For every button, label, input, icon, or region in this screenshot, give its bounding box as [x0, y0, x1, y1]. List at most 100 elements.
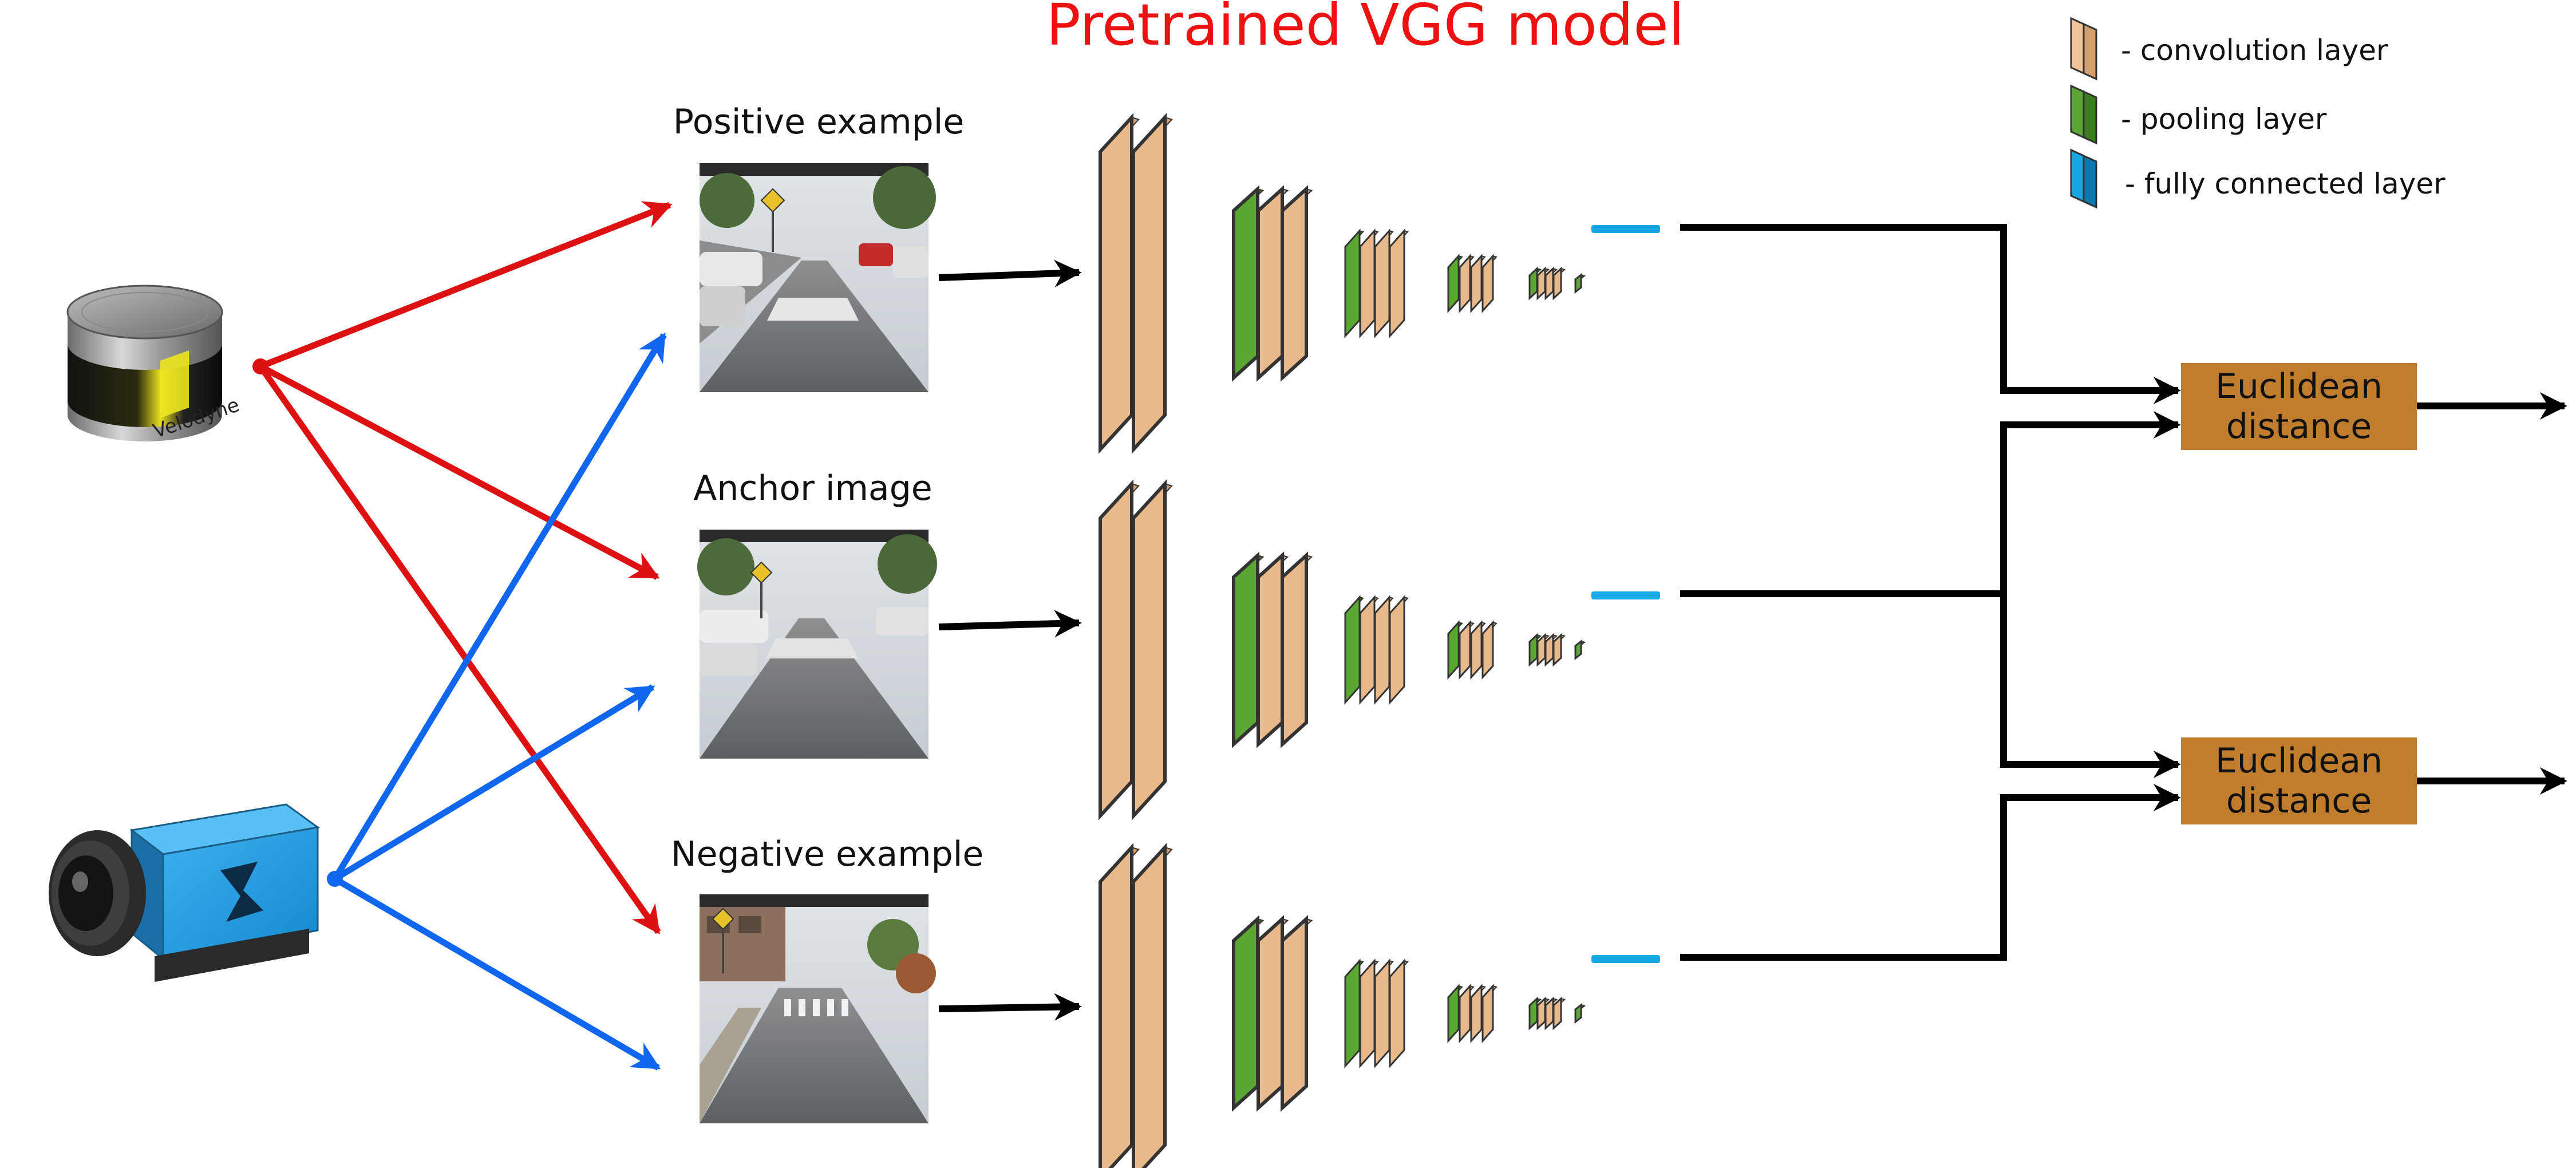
layer-face: [1459, 984, 1471, 1043]
convolution-layer: [1389, 228, 1409, 338]
convolution-layer: [1281, 185, 1313, 382]
convolution-layer: [1132, 479, 1173, 820]
positive-branch-connection: [1680, 224, 2181, 404]
legend: - convolution layer - pooling layer - fu…: [2070, 17, 2445, 209]
legend-label-convolution: - convolution layer: [2121, 34, 2388, 67]
layer-face: [1099, 113, 1133, 454]
layer-face: [1459, 254, 1471, 313]
camera-to-negative-arrow: [333, 876, 661, 1071]
layer-face: [1232, 185, 1259, 382]
layer-face: [1528, 633, 1538, 667]
pooling-layer: [1574, 639, 1586, 661]
vgg-networks: [1099, 113, 1660, 1168]
layer-face: [1281, 551, 1308, 748]
layer-face: [1389, 958, 1405, 1068]
layer-face: [1281, 915, 1308, 1112]
layer-face: [1536, 996, 1546, 1031]
vgg-network-anchor: [1099, 479, 1660, 820]
legend-item-pooling: - pooling layer: [2070, 84, 2327, 145]
convolution-layer: [1470, 984, 1486, 1043]
legend-label-pooling: - pooling layer: [2121, 102, 2327, 136]
pooling-layer: [1447, 620, 1463, 680]
legend-item-convolution: - convolution layer: [2070, 17, 2388, 81]
layer-face: [1536, 266, 1546, 301]
vgg-network-negative: [1099, 843, 1660, 1168]
convolution-layer: [1359, 228, 1379, 338]
negative-branch-connection: [1680, 784, 2181, 961]
negative-to-vgg-arrow: [938, 993, 1082, 1021]
convolution-layer-icon: [2070, 17, 2097, 81]
layer-face: [1544, 266, 1554, 301]
layer-face: [1574, 639, 1582, 661]
layer-face: [1528, 266, 1538, 301]
anchor-branch-connection-upper: [1680, 411, 2181, 597]
pooling-layer: [1447, 984, 1463, 1043]
layer-face: [1232, 551, 1259, 748]
camera-sensor-icon: [49, 803, 320, 982]
fully-connected-layer: [1591, 225, 1660, 233]
convolution-layer: [1459, 254, 1475, 313]
pooling-layer-icon: [2070, 84, 2097, 145]
fully-connected-layer: [1591, 955, 1660, 963]
convolution-layer: [1536, 996, 1550, 1031]
lidar-arrows: [258, 201, 673, 935]
layer-face: [1470, 620, 1483, 680]
network-output-connections: [1680, 224, 2181, 961]
convolution-layer: [1459, 620, 1475, 680]
anchor-image-label: Anchor image: [693, 468, 932, 508]
output-arrows: [2417, 392, 2567, 795]
convolution-layer: [1552, 633, 1566, 667]
pooling-layer: [1574, 273, 1586, 294]
vgg-network-positive: [1099, 113, 1660, 454]
convolution-layer: [1459, 984, 1475, 1043]
layer-face: [1544, 996, 1554, 1031]
layer-face: [1481, 984, 1494, 1043]
camera-arrows: [332, 332, 667, 1071]
layer-face: [1257, 915, 1284, 1112]
convolution-layer: [1359, 958, 1379, 1068]
negative-example-image: [700, 894, 936, 1123]
convolution-layer: [1132, 843, 1173, 1168]
euclidean-box-1-line2: distance: [2226, 407, 2372, 447]
layer-face: [1132, 113, 1167, 454]
layer-face: [1552, 266, 1562, 301]
positive-example-image: [700, 163, 936, 392]
pooling-layer: [1574, 1003, 1586, 1024]
layer-face: [1459, 620, 1471, 680]
layer-face: [1447, 254, 1460, 313]
convolution-layer: [1481, 254, 1498, 313]
fully-connected-layer: [1591, 591, 1660, 599]
layer-face: [1536, 633, 1546, 667]
convolution-layer: [1281, 551, 1313, 748]
convolution-layer: [1389, 595, 1409, 705]
euclidean-distance-box-1: Euclidean distance: [2181, 363, 2417, 450]
euclidean-box-2-line1: Euclidean: [2215, 741, 2383, 781]
convolution-layer: [1481, 620, 1498, 680]
layer-face: [1099, 479, 1133, 820]
anchor-to-vgg-arrow: [938, 610, 1082, 638]
layer-face: [1374, 228, 1390, 338]
convolution-layer: [1552, 266, 1566, 301]
layer-face: [1481, 254, 1494, 313]
layer-face: [1344, 958, 1361, 1068]
layer-face: [1359, 228, 1376, 338]
convolution-layer: [1099, 843, 1140, 1168]
layer-face: [1374, 958, 1390, 1068]
image-to-network-arrows: [938, 259, 1082, 1021]
layer-face: [1232, 915, 1259, 1112]
layer-face: [1528, 996, 1538, 1031]
layer-face: [1257, 551, 1284, 748]
layer-face: [1389, 228, 1405, 338]
layer-face: [1257, 185, 1284, 382]
negative-example-label: Negative example: [671, 834, 984, 874]
convolution-layer: [1552, 996, 1566, 1031]
anchor-image: [697, 530, 937, 759]
layer-face: [1544, 633, 1554, 667]
convolution-layer: [1389, 958, 1409, 1068]
layer-face: [1470, 984, 1483, 1043]
pooling-layer: [1232, 185, 1265, 382]
convolution-layer: [1481, 984, 1498, 1043]
euclidean-distance-box-2: Euclidean distance: [2181, 737, 2417, 824]
pooling-layer: [1447, 254, 1463, 313]
